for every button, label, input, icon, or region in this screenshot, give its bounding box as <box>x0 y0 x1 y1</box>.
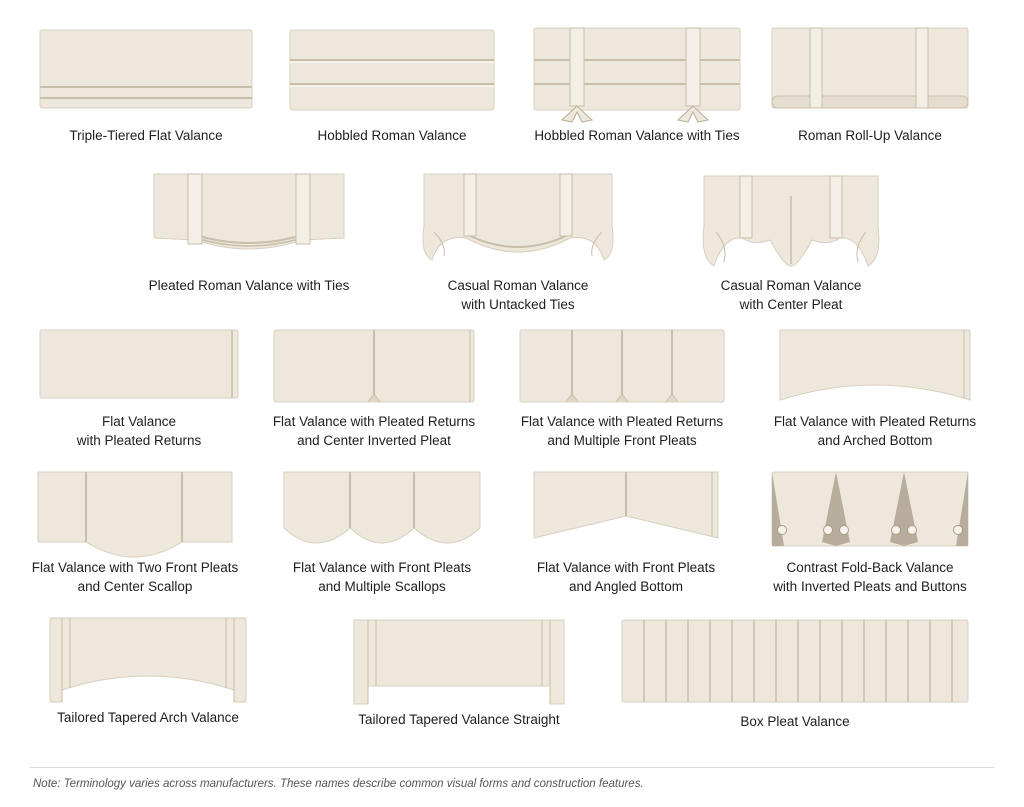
box-pleat-illustration <box>621 619 969 703</box>
valance-label: Flat Valance with Front Pleats and Multi… <box>292 560 472 594</box>
valance-label: Flat Valance with Pleated Returns and Ar… <box>773 414 977 448</box>
valance-flat-arched-bottom: Flat Valance with Pleated Returns and Ar… <box>774 329 976 448</box>
valance-label: Hobbled Roman Valance <box>317 128 467 143</box>
triple-tiered-flat-illustration <box>39 29 253 109</box>
valance-angled-bottom: Flat Valance with Front Pleats and Angle… <box>532 471 720 594</box>
flat-multiple-front-pleats-illustration <box>519 329 725 403</box>
contrast-fold-back-illustration <box>771 471 969 547</box>
valance-label: Box Pleat Valance <box>740 714 850 729</box>
casual-roman-untacked-illustration <box>422 173 614 261</box>
valance-hobbled-roman: Hobbled Roman Valance <box>288 29 496 143</box>
valance-label: Flat Valance with Two Front Pleats and C… <box>31 560 239 594</box>
valance-label: Triple-Tiered Flat Valance <box>69 128 223 143</box>
valance-label: Flat Valance with Pleated Returns and Mu… <box>520 414 724 448</box>
pleated-roman-ties-illustration <box>153 173 345 250</box>
valance-contrast-fold-back: Contrast Fold-Back Valance with Inverted… <box>770 471 970 594</box>
valance-label: Tailored Tapered Valance Straight <box>358 712 560 727</box>
valance-label: Casual Roman Valance with Center Pleat <box>720 278 862 312</box>
button-icon <box>907 525 917 535</box>
valance-casual-roman-center-pleat: Casual Roman Valance with Center Pleat <box>700 175 882 312</box>
valance-flat-center-inverted-pleat: Flat Valance with Pleated Returns and Ce… <box>272 329 476 448</box>
valance-label: Flat Valance with Pleated Returns and Ce… <box>272 414 476 448</box>
button-icon <box>953 525 963 535</box>
valance-flat-multiple-front-pleats: Flat Valance with Pleated Returns and Mu… <box>518 329 726 448</box>
tailored-tapered-straight-illustration <box>353 619 565 705</box>
valance-pleated-roman-ties: Pleated Roman Valance with Ties <box>149 173 349 293</box>
footer-divider <box>30 767 994 768</box>
valance-flat-pleated-returns: Flat Valance with Pleated Returns <box>38 329 240 448</box>
valance-casual-roman-untacked: Casual Roman Valance with Untacked Ties <box>420 173 616 312</box>
valance-box-pleat: Box Pleat Valance <box>620 619 970 729</box>
valance-multiple-scallops: Flat Valance with Front Pleats and Multi… <box>282 471 482 594</box>
valance-label: Casual Roman Valance with Untacked Ties <box>447 278 589 312</box>
valance-label: Roman Roll-Up Valance <box>798 128 942 143</box>
roman-roll-up-illustration <box>771 27 969 109</box>
valance-label: Flat Valance with Front Pleats and Angle… <box>536 560 716 594</box>
multiple-scallops-illustration <box>283 471 481 544</box>
valance-two-pleats-center-scallop: Flat Valance with Two Front Pleats and C… <box>32 471 238 594</box>
two-pleats-center-scallop-illustration <box>37 471 233 558</box>
flat-arched-bottom-illustration <box>779 329 971 401</box>
button-icon <box>777 525 787 535</box>
flat-center-inverted-pleat-illustration <box>273 329 475 403</box>
valance-label: Hobbled Roman Valance with Ties <box>534 128 740 143</box>
casual-roman-center-pleat-illustration <box>702 175 880 267</box>
footnote: Note: Terminology varies across manufact… <box>33 778 644 790</box>
footnote-text: Terminology varies across manufacturers.… <box>63 778 644 790</box>
footnote-prefix: Note: <box>33 778 61 790</box>
flat-pleated-returns-illustration <box>39 329 239 399</box>
button-icon <box>839 525 849 535</box>
button-icon <box>823 525 833 535</box>
valance-label: Flat Valance with Pleated Returns <box>76 414 202 448</box>
valance-label: Pleated Roman Valance with Ties <box>148 278 350 293</box>
valance-triple-tiered-flat: Triple-Tiered Flat Valance <box>38 29 254 143</box>
valance-tailored-tapered-arch: Tailored Tapered Arch Valance <box>48 617 248 725</box>
valance-roman-roll-up: Roman Roll-Up Valance <box>770 27 970 143</box>
valance-label: Tailored Tapered Arch Valance <box>57 710 239 725</box>
valance-label: Contrast Fold-Back Valance with Inverted… <box>773 560 967 594</box>
angled-bottom-illustration <box>533 471 719 539</box>
valance-tailored-tapered-straight: Tailored Tapered Valance Straight <box>352 619 566 727</box>
hobbled-roman-illustration <box>289 29 495 111</box>
tailored-tapered-arch-illustration <box>49 617 247 703</box>
button-icon <box>891 525 901 535</box>
valance-hobbled-roman-ties: Hobbled Roman Valance with Ties <box>532 27 742 143</box>
hobbled-roman-ties-illustration <box>533 27 741 123</box>
